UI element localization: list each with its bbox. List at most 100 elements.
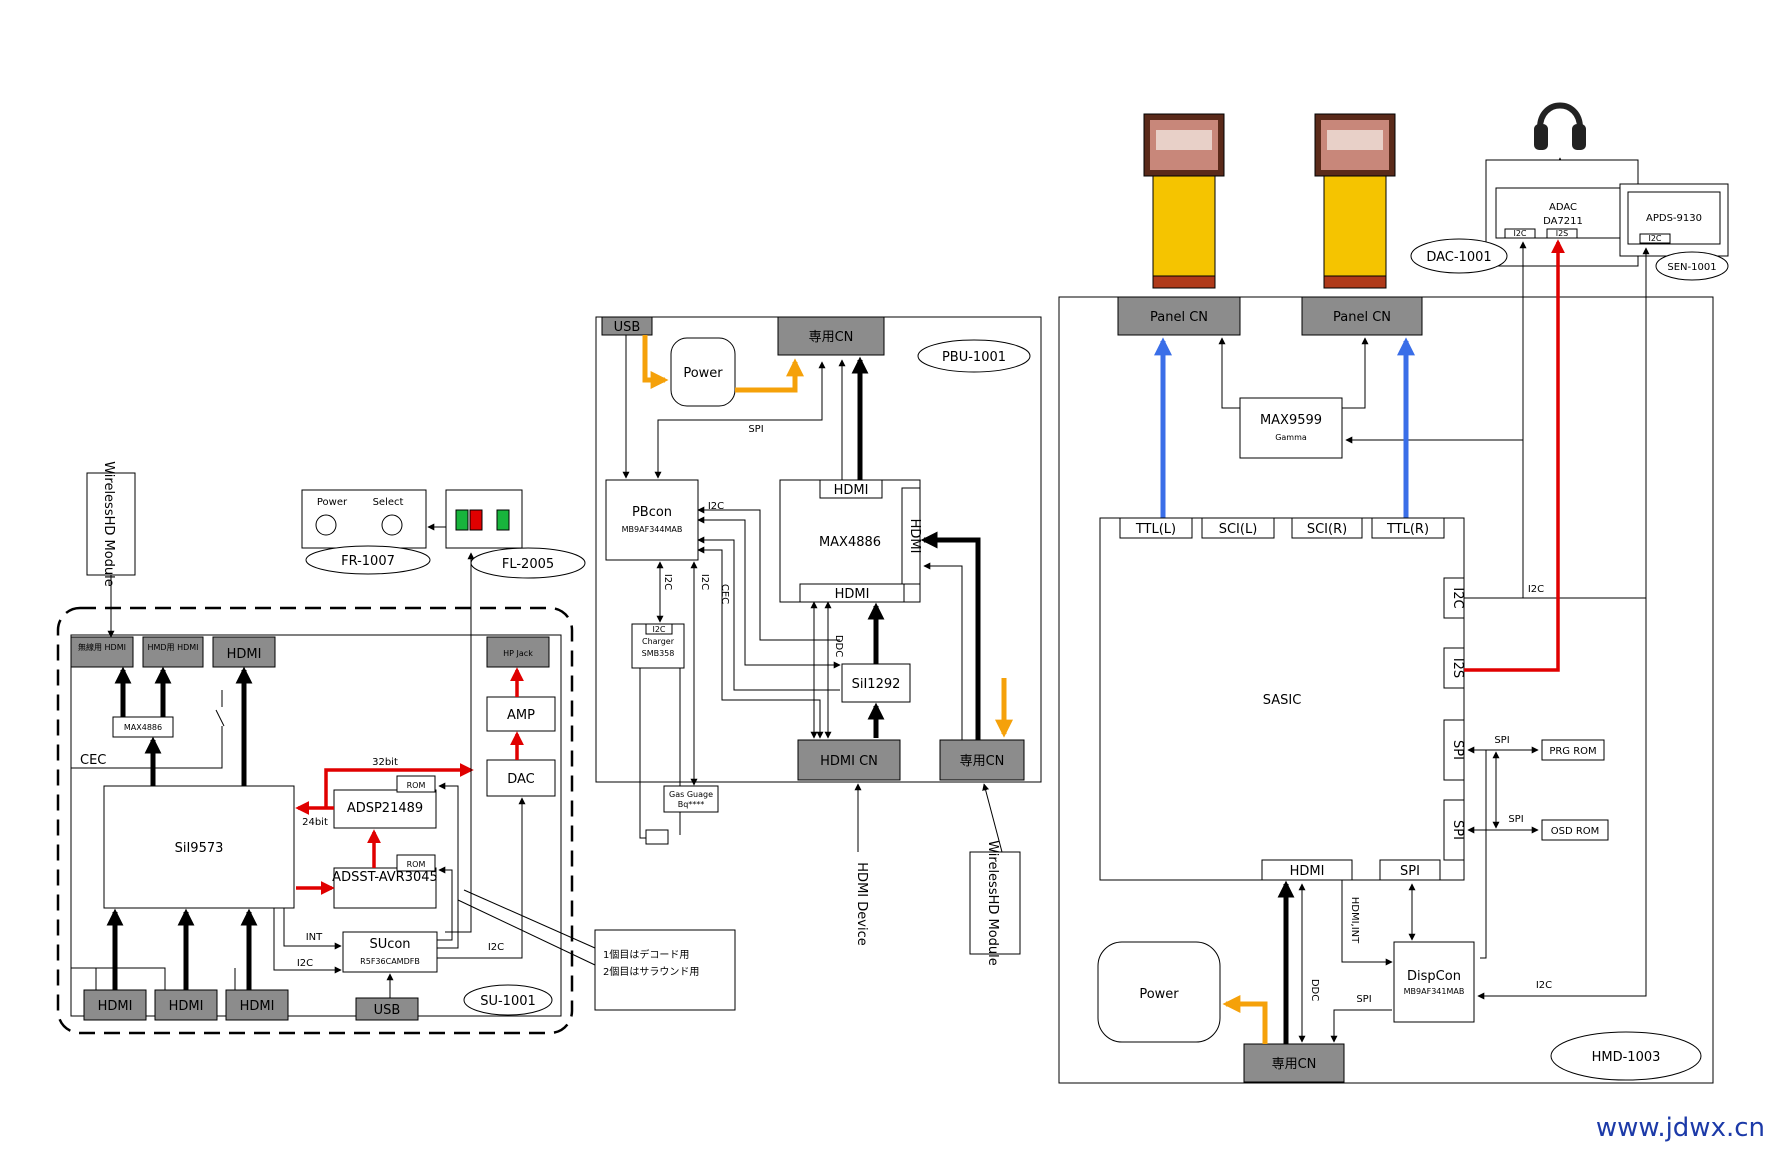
svg-text:APDS-9130: APDS-9130 (1646, 213, 1702, 224)
svg-text:専用CN: 専用CN (1272, 1057, 1317, 1072)
svg-text:ROM: ROM (407, 781, 426, 790)
pbu-spi-label: SPI (748, 424, 763, 435)
pbu-hdmi-cn: HDMI CN (797, 739, 901, 781)
svg-text:I2C: I2C (652, 625, 665, 634)
su-hmd-hdmi-port: HMD用 HDMI (142, 636, 204, 668)
hmd-port-ttl-r: TTL(R) (1371, 517, 1445, 539)
svg-text:I2C: I2C (1513, 229, 1526, 238)
hmd-panel-right (1314, 113, 1396, 289)
hmd-port-spi-1: SPI (1443, 719, 1465, 781)
svg-text:I2S: I2S (1556, 229, 1569, 238)
su-wireless-module-label: WirelessHD Module (101, 461, 116, 587)
hmd-panel-cn-right: Panel CN (1301, 296, 1423, 336)
svg-text:AMP: AMP (507, 708, 535, 723)
hmd-i2c-disp-label: I2C (1536, 980, 1552, 991)
svg-text:I2S: I2S (1450, 658, 1465, 678)
hmd-port-i2c: I2C (1443, 577, 1465, 619)
svg-text:SEN-1001: SEN-1001 (1667, 262, 1716, 273)
su-mcu: SUcon R5F36CAMDFB (342, 931, 438, 973)
pbu-receiver-chip: SiI1292 (841, 663, 911, 703)
pbu-board: USB Power 専用CN PBU-1001 PBcon MB9AF344MA… (595, 316, 1042, 966)
hmd-port-sci-r: SCI(R) (1291, 517, 1363, 539)
pbu-i2c-label-2: I2C (662, 574, 673, 590)
hmd-connector: 専用CN (1243, 1043, 1345, 1083)
su-board: WirelessHD Module 無線用 HDMI HMD用 HDMI HDM… (56, 461, 736, 1035)
su-usb-port: USB (355, 997, 419, 1021)
svg-text:SiI9573: SiI9573 (175, 841, 224, 856)
svg-text:USB: USB (614, 320, 641, 335)
svg-text:USB: USB (374, 1003, 401, 1018)
hmd-port-sci-l: SCI(L) (1201, 517, 1275, 539)
su-hp-jack: HP Jack (486, 636, 550, 668)
pbu-power-block: Power (670, 337, 736, 407)
svg-text:DispCon: DispCon (1407, 969, 1461, 984)
su-cec-label: CEC (80, 753, 106, 768)
su-24bit-label: 24bit (302, 817, 328, 828)
hmd-gamma-chip: MAX9599 Gamma (1239, 397, 1343, 459)
svg-text:Power: Power (683, 366, 723, 381)
hmd-hdmi-int-label: HDMI,INT (1349, 897, 1360, 944)
hmd-sensor-board: APDS-9130 I2C SEN-1001 (1619, 183, 1729, 281)
su-hdmi-in-2: HDMI (154, 989, 218, 1021)
su-amp-chip: AMP (486, 696, 556, 732)
svg-text:1個目はデコード用: 1個目はデコード用 (603, 948, 689, 961)
svg-text:MAX4886: MAX4886 (124, 723, 162, 732)
svg-text:HP Jack: HP Jack (503, 649, 533, 658)
hmd-spi-rom-label-1: SPI (1494, 735, 1509, 746)
svg-text:Bq****: Bq**** (678, 800, 705, 809)
svg-text:MB9AF344MAB: MB9AF344MAB (622, 525, 683, 534)
hmd-board: ADAC DA7211 I2C I2S DAC-1001 APDS-9130 I… (1058, 102, 1729, 1084)
hmd-power-block: Power (1097, 941, 1221, 1043)
fr-board-label: FR-1007 (341, 554, 395, 569)
svg-text:ADAC: ADAC (1549, 202, 1577, 213)
pbu-i2c-label: I2C (708, 501, 724, 512)
svg-text:HMD-1003: HMD-1003 (1592, 1050, 1661, 1065)
pbu-usb-port: USB (601, 316, 653, 336)
su-dsp1-rom: ROM (396, 775, 436, 793)
hmd-port-i2s: I2S (1443, 647, 1465, 689)
pbu-switch-chip: MAX4886 HDMI HDMI HDMI (779, 479, 922, 603)
hmd-port-spi-bottom: SPI (1379, 859, 1441, 881)
svg-text:SPI: SPI (1400, 864, 1420, 879)
su-wireless-module: WirelessHD Module (86, 461, 136, 587)
fr-select-label: Select (373, 497, 404, 508)
fl-led-red (469, 509, 483, 531)
svg-text:I2C: I2C (1648, 234, 1661, 243)
hmd-spi-rom-label-2: SPI (1508, 814, 1523, 825)
svg-text:無線用 HDMI: 無線用 HDMI (78, 642, 126, 652)
svg-text:SPI: SPI (1450, 820, 1465, 840)
su-dsp2-rom: ROM (396, 854, 436, 872)
svg-text:SCI(R): SCI(R) (1307, 522, 1347, 537)
svg-text:ROM: ROM (407, 860, 426, 869)
pbu-cec-label: CEC (719, 584, 730, 604)
fr-board: Power Select FR-1007 (301, 489, 431, 575)
hmd-port-ttl-l: TTL(L) (1119, 517, 1193, 539)
pbu-connector-bottom: 専用CN (939, 739, 1025, 781)
svg-text:Panel CN: Panel CN (1333, 310, 1391, 325)
svg-text:HDMI: HDMI (835, 587, 870, 602)
watermark-text: www.jdwx.cn (1595, 1113, 1765, 1143)
su-dac-chip: DAC (486, 759, 556, 797)
su-main-chip: SiI9573 (103, 785, 295, 909)
svg-text:Power: Power (1139, 987, 1179, 1002)
svg-text:SU-1001: SU-1001 (480, 994, 536, 1009)
hmd-board-label: HMD-1003 (1550, 1031, 1702, 1081)
hmd-dac-board: ADAC DA7211 I2C I2S DAC-1001 (1410, 159, 1639, 274)
hmd-osd-rom: OSD ROM (1541, 819, 1609, 841)
svg-text:専用CN: 専用CN (960, 754, 1005, 769)
svg-text:DA7211: DA7211 (1543, 216, 1583, 227)
hmd-ddc-label: DDC (1309, 979, 1320, 1001)
hmd-port-hdmi: HDMI (1261, 859, 1353, 881)
svg-text:Charger: Charger (642, 637, 675, 646)
svg-text:Gas Guage: Gas Guage (669, 790, 713, 799)
fl-board: FL-2005 (445, 489, 586, 579)
svg-text:2個目はサラウンド用: 2個目はサラウンド用 (603, 965, 699, 978)
pbu-i2c-label-3: I2C (699, 574, 710, 590)
svg-text:HDMI: HDMI (834, 483, 869, 498)
svg-text:SASIC: SASIC (1263, 693, 1302, 708)
svg-text:DAC: DAC (507, 772, 535, 787)
su-board-outline (70, 634, 562, 1017)
svg-text:HMD用 HDMI: HMD用 HDMI (147, 643, 198, 652)
pbu-hdmi-device-label: HDMI Device (854, 862, 869, 945)
